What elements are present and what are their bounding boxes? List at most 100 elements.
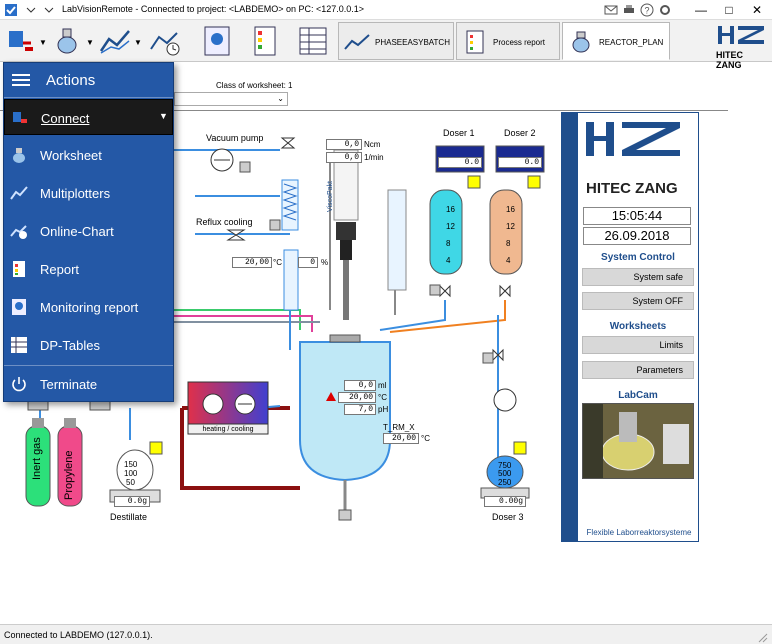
resize-grip-icon[interactable] [756,631,768,643]
canvas-margin [728,112,756,624]
connect-tool-button[interactable] [2,22,38,58]
close-button[interactable]: ✕ [751,3,763,17]
menu-item-connect[interactable]: Connect ▼ [4,99,173,135]
actions-menu-title: Actions [46,72,96,89]
tab-label: REACTOR_PLAN [599,38,664,47]
multiplotter-icon [99,30,130,54]
help-icon[interactable]: ? [640,3,654,17]
monitoring-icon [204,26,230,56]
report-tab-icon [466,30,484,54]
distillate-label: Destillate [110,512,148,522]
menu-item-label: Monitoring report [40,300,139,315]
parameters-button[interactable]: Parameters [582,361,694,379]
settings-icon[interactable] [658,3,672,17]
doser2-scale-8: 8 [506,239,511,248]
propylene-label: Propylene [63,450,75,500]
trm-unit: °C [421,434,430,443]
dp-tables-tool-button[interactable] [294,22,330,58]
report-icon [13,261,25,277]
worksheet-class-select[interactable]: ⌄ [174,92,288,106]
window-title: LabVisionRemote - Connected to project: … [62,4,365,14]
panel-strip: Reactor Plan [544,113,578,541]
quick-access-icon-2[interactable] [42,3,56,17]
doser2-scale-12: 12 [506,222,515,231]
panel-footer: Flexible Laborreaktorsysteme [586,528,692,537]
menu-item-label: Multiplotters [40,186,111,201]
svg-text:?: ? [645,6,650,16]
menu-item-multiplotters[interactable]: Multiplotters [4,175,173,211]
menu-item-label: Connect [41,111,90,126]
connect-dropdown-arrow[interactable]: ▼ [39,38,47,47]
doser2-value: 0.0 [498,157,542,168]
hitec-panel-logo-icon [586,122,680,156]
connect-icon [13,112,27,123]
mail-icon[interactable] [604,3,618,17]
quick-access-icon[interactable] [24,3,38,17]
distillate-scale-50: 50 [126,478,135,487]
menu-item-report[interactable]: Report [4,251,173,287]
online-chart-icon [10,225,27,239]
reactor-icon [57,28,77,54]
doser1-value: 0.0 [438,157,482,168]
reflux-pct-unit: % [321,258,329,267]
monitoring-tool-button[interactable] [198,22,234,58]
doser1-scale-8: 8 [446,239,451,248]
print-icon[interactable] [622,3,636,17]
app-icon [5,4,17,16]
online-chart-tool-button[interactable] [146,22,182,58]
hamburger-icon[interactable] [12,73,32,87]
doser2-scale-4: 4 [506,256,511,265]
menu-item-worksheet[interactable]: Worksheet [4,137,173,173]
inert-gas-label: Inert gas [31,437,43,480]
worksheet-tool-button[interactable] [48,22,84,58]
menu-item-label: DP-Tables [40,338,100,353]
distillate-scale-100: 100 [124,469,138,478]
tab-phaseeasybatch[interactable]: PHASEEASYBATCH [338,22,454,60]
hitec-logo-icon [718,26,764,44]
menu-item-label: Terminate [40,377,98,392]
worksheet-icon [13,148,25,163]
distillate-scale-150: 150 [124,460,138,469]
reflux-pct-value: 0 [298,257,318,268]
doser1-scale-12: 12 [446,222,455,231]
doser3-value: 0.00g [484,496,526,507]
stirrer-ncm-unit: Ncm [364,140,381,149]
menu-item-monitoring-report[interactable]: Monitoring report [4,289,173,325]
stirrer-ncm-value: 0,0 [326,139,362,150]
doser3-scale-750: 750 [498,461,512,470]
doser1-scale-16: 16 [446,205,455,214]
stirrer-rpm-unit: 1/min [364,153,384,162]
menu-item-dp-tables[interactable]: DP-Tables [4,327,173,363]
stirrer-rpm-value: 0,0 [326,152,362,163]
system-off-button[interactable]: System OFF [582,292,694,310]
report-tool-button[interactable] [246,22,282,58]
limits-button[interactable]: Limits [582,336,694,354]
multiplotter-dropdown-arrow[interactable]: ▼ [134,38,142,47]
system-control-heading: System Control [601,252,675,263]
menu-item-terminate[interactable]: Terminate [4,366,173,402]
reactor-temp-unit: °C [378,393,387,402]
multiplotter-tool-button[interactable] [96,22,132,58]
reflux-temp-value: 20,00 [232,257,272,268]
worksheet-dropdown-arrow[interactable]: ▼ [86,38,94,47]
labcam-image[interactable] [582,403,694,479]
reactor-plan-strip-label: Reactor Plan [543,313,553,362]
tab-label: PHASEEASYBATCH [375,38,450,47]
chart-tab-icon [344,34,370,50]
menu-item-label: Report [40,262,80,277]
reactor-ph-value: 7,0 [344,404,376,415]
reactor-ph-unit: pH [378,405,389,414]
tab-reactor-plan[interactable]: REACTOR_PLAN [562,22,670,60]
actions-menu-header[interactable]: Actions [4,63,173,97]
tab-process-report[interactable]: Process report [456,22,560,60]
minimize-button[interactable]: — [695,3,707,17]
worksheet-class-label: Class of worksheet: 1 [216,81,293,90]
menu-item-online-chart[interactable]: Online-Chart [4,213,173,249]
distillate-value: 0.0g [114,496,150,507]
doser2-label: Doser 2 [504,128,536,138]
tab-label: Process report [493,38,546,47]
maximize-button[interactable]: □ [725,3,733,17]
reflux-temp-unit: °C [273,258,282,267]
system-safe-button[interactable]: System safe [582,268,694,286]
doser3-scale-500: 500 [498,469,512,478]
